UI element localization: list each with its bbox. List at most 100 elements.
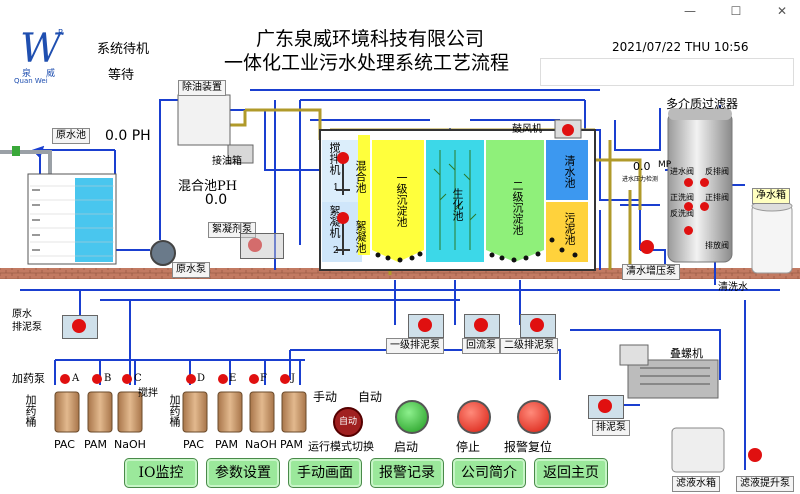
alarm-reset-button[interactable] (517, 400, 551, 434)
logo-mark: W (20, 26, 62, 72)
dosing-pump-a-indicator[interactable] (60, 374, 70, 384)
stirrer2-indicator[interactable] (337, 212, 349, 224)
clean-tank-label: 净水箱 (752, 188, 790, 204)
chem-right-2: PAM (215, 438, 238, 451)
dosing-pump-f: F (260, 373, 267, 384)
oil-separator-box (177, 94, 231, 146)
return-pump[interactable] (474, 318, 488, 332)
valve-indicator-1[interactable] (684, 178, 693, 187)
status-line2: 等待 (108, 68, 135, 83)
mix-tank-label: 混合池 (354, 160, 367, 193)
valve-indicator-2[interactable] (700, 178, 709, 187)
valve-indicator-5[interactable] (684, 226, 693, 235)
press-sludge-pump[interactable] (598, 399, 612, 413)
raw-pump[interactable] (150, 240, 176, 266)
chem-left-2: PAM (84, 438, 107, 451)
valve-indicator-4[interactable] (700, 202, 709, 211)
coag-pump-housing (240, 233, 284, 259)
dosing-pump-e-indicator[interactable] (218, 374, 228, 384)
valve-drain: 排放阀 (705, 241, 729, 250)
chem-right-1: PAC (183, 438, 204, 451)
close-button[interactable]: ✕ (776, 4, 788, 18)
mode-knob-text: 自动 (338, 417, 357, 427)
chem-right-3: NaOH (245, 438, 277, 451)
dosing-pump-a: A (72, 373, 80, 384)
stirrer2-num: 2 (333, 246, 339, 256)
stir-label: 搅拌 (138, 388, 158, 399)
chem-left-3: NaOH (114, 438, 146, 451)
chem-right-4: PAM (280, 438, 303, 451)
nav-parameter-settings[interactable]: 参数设置 (206, 458, 280, 488)
mixing-ph-value: 0.0 (196, 192, 236, 210)
logo-r: R (58, 28, 64, 37)
logo-sub-right: 威 (46, 69, 56, 79)
valve-backwash-out: 反排阀 (705, 167, 729, 176)
dosing-pump-d: D (197, 373, 206, 384)
return-pump-label: 回流泵 (462, 338, 500, 354)
mode-auto-label: 自动 (358, 390, 383, 404)
bio-tank-label: 生化池 (451, 188, 464, 221)
sludge-pump-2[interactable] (530, 318, 544, 332)
sludge-pump-1[interactable] (418, 318, 432, 332)
mix-tank-shape (358, 135, 370, 255)
stirrer1-label: 搅拌机 (328, 142, 341, 175)
start-label: 启动 (394, 440, 419, 454)
dosing-pump-d-indicator[interactable] (186, 374, 196, 384)
raw-sludge-pump[interactable] (72, 319, 86, 333)
blue-pipes (20, 89, 780, 470)
stirrer1-num: 1 (333, 183, 339, 193)
secondary-settle-shape (486, 140, 544, 250)
stop-button[interactable] (457, 400, 491, 434)
raw-inlet-pipe (0, 150, 52, 174)
valve-forward-wash: 正洗阀 (670, 193, 694, 202)
raw-pump-label: 原水泵 (172, 262, 210, 278)
dosing-pump-c-indicator[interactable] (122, 374, 132, 384)
nav-io-monitor[interactable]: IO监控 (124, 458, 198, 488)
dosing-pump-j: J (291, 373, 296, 384)
stop-label: 停止 (456, 440, 481, 454)
maximize-button[interactable]: ☐ (730, 4, 742, 18)
nav-manual-screen[interactable]: 手动画面 (288, 458, 362, 488)
valve-forward-drain: 正排阀 (705, 193, 729, 202)
dosing-tank-label-right: 加药桶 (168, 394, 181, 427)
raw-tank-label: 原水池 (52, 128, 90, 144)
oil-box-label: 接油箱 (212, 156, 242, 167)
dosing-pump-j-indicator[interactable] (280, 374, 290, 384)
valve-indicator-3[interactable] (684, 202, 693, 211)
dosing-tank-label-left: 加药桶 (24, 394, 37, 427)
filtrate-lift-pump[interactable] (748, 448, 762, 462)
booster-pump-indicator[interactable] (640, 240, 654, 254)
sludge-pump-2-label: 二级排泥泵 (500, 338, 558, 354)
raw-sludge-pump-label2: 排泥泵 (12, 322, 42, 333)
mode-switch-knob[interactable]: 自动 (333, 407, 363, 437)
pressure-unit: MP (658, 160, 672, 170)
company-logo: W R 泉 威 Quan Wei (10, 28, 72, 86)
dosing-pump-f-indicator[interactable] (249, 374, 259, 384)
datetime: 2021/07/22 THU 10:56 (612, 40, 749, 54)
stirrer1-indicator[interactable] (337, 152, 349, 164)
message-box (540, 58, 794, 86)
secondary-settle-label: 二级沉淀池 (511, 180, 524, 235)
nav-company-profile[interactable]: 公司简介 (452, 458, 526, 488)
clear-tank-label: 清水池 (563, 155, 576, 188)
logo-brand: Quan Wei (14, 77, 48, 85)
primary-settle-shape (372, 140, 424, 250)
start-button[interactable] (395, 400, 429, 434)
media-filter-label: 多介质过滤器 (666, 97, 739, 111)
minimize-button[interactable]: — (684, 4, 696, 18)
dosing-pump-c: C (134, 373, 142, 384)
raw-tank-ph: 0.0 PH (105, 128, 151, 144)
nav-return-home[interactable]: 返回主页 (534, 458, 608, 488)
dosing-pump-b-indicator[interactable] (92, 374, 102, 384)
nav-alarm-records[interactable]: 报警记录 (370, 458, 444, 488)
mixing-ph-label: 混合池PH (178, 179, 238, 194)
chem-left-1: PAC (54, 438, 75, 451)
sludge-tank-shape (546, 202, 588, 262)
filtrate-tank (671, 427, 725, 473)
raw-sludge-pump-label1: 原水 (12, 309, 32, 320)
filtrate-tank-label: 滤液水箱 (672, 476, 720, 492)
blower-indicator[interactable] (562, 124, 574, 136)
clear-tank-shape (546, 140, 588, 200)
sludge-tank-label: 污泥池 (563, 212, 576, 245)
